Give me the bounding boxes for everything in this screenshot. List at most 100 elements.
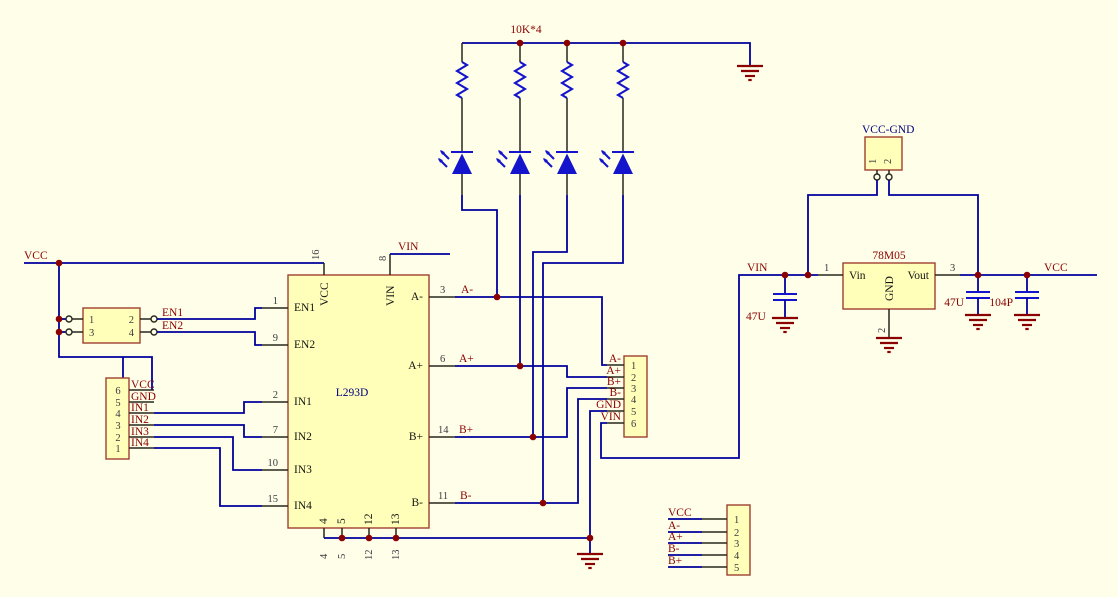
aux-pin-number: 5 (734, 563, 739, 574)
input-wires (154, 401, 262, 507)
regulator-comment: 78M05 (872, 250, 905, 262)
net-label-a-minus: A- (461, 284, 473, 296)
ic-pin-number: 1 (273, 296, 278, 307)
input-connector-body[interactable] (105, 377, 130, 460)
output-net-label: A+ (606, 365, 621, 377)
vcc-gnd-comment: VCC-GND (862, 124, 914, 136)
aux-net-label: VCC (668, 507, 692, 519)
regulator-pin-number: 3 (950, 263, 955, 274)
ic-pin-name: A- (411, 291, 423, 303)
ic-pin16-name: VCC (319, 282, 331, 306)
input-pin-number: 3 (115, 421, 120, 432)
jumper-header[interactable]: 1 2 3 4 (65, 307, 158, 344)
ic-pin-number: 6 (440, 354, 445, 365)
output-net-label: B+ (607, 376, 621, 388)
vcc-gnd-pin-number: 1 (868, 159, 879, 164)
output-connector[interactable]: 1 2 3 4 5 6 A- A+ B+ B- GND VIN (596, 353, 648, 438)
aux-net-label: B+ (668, 555, 682, 567)
ic-pin-name: 13 (390, 513, 402, 525)
ic-pin8-number: 8 (378, 256, 389, 261)
output-net-label: B- (610, 387, 622, 399)
regulator-pin-number: 2 (877, 328, 888, 333)
ic-pin-number: 13 (391, 550, 402, 561)
wire-led4-to-b-minus (542, 195, 624, 503)
regulator-body[interactable] (842, 262, 936, 310)
ground-symbol (963, 313, 993, 331)
capacitor-47u-output[interactable]: 47U (944, 275, 993, 331)
net-label-b-minus: B- (460, 490, 472, 502)
regulator-pin-number: 1 (824, 263, 829, 274)
wire-in1 (154, 401, 262, 414)
vcc-gnd-part[interactable]: VCC-GND 1 2 (862, 124, 914, 181)
wire-vin-loop (600, 274, 818, 459)
aux-connector-body[interactable] (726, 504, 751, 576)
ic-pin-name: 4 (318, 518, 330, 524)
net-label-vcc-left: VCC (24, 250, 48, 262)
ic-pin-number: 2 (273, 390, 278, 401)
wire-vcc-branch (58, 263, 153, 390)
output-pin-number: 5 (631, 407, 636, 418)
ground-symbol (1012, 313, 1042, 331)
wire-led3-to-b-plus (532, 195, 568, 437)
jumper-pin2-dot (150, 315, 158, 323)
resistor-led-column-1[interactable] (436, 41, 475, 197)
jumper-pin2-number: 2 (129, 315, 134, 326)
aux-net-label: A- (668, 520, 680, 532)
net-label-en2: EN2 (162, 320, 183, 332)
input-pin-number: 5 (115, 398, 120, 409)
input-net-label: IN2 (131, 414, 149, 426)
resistor-led-network[interactable]: 10K*4 (436, 24, 765, 503)
aux-pin-number: 1 (734, 515, 739, 526)
ic-pin-number: 9 (273, 333, 278, 344)
ic-pin-number: 3 (440, 285, 445, 296)
ic-pin8-name: VIN (385, 285, 397, 306)
junction-dots (55, 39, 1031, 542)
ground-symbol (770, 316, 800, 334)
output-pin-number: 2 (631, 373, 636, 384)
ic-l293d[interactable]: L293D 16 VCC 8 VIN VIN EN1 EN2 IN1 IN2 I… (262, 241, 474, 560)
enable-wires: EN1 EN2 (157, 307, 262, 346)
output-connector-body[interactable] (623, 355, 648, 438)
ic-pin-number: 7 (273, 425, 278, 436)
ic-pin-name: B- (412, 497, 424, 509)
regulator-78m05[interactable]: 78M05 Vin Vout GND 1 3 2 (818, 250, 960, 354)
jumper-pin4-number: 4 (129, 328, 135, 339)
ic-pin-name: 12 (363, 513, 375, 525)
input-net-label: IN4 (131, 437, 149, 449)
ic-pin-name: IN4 (294, 500, 312, 512)
resistor-led-column-2[interactable] (494, 41, 533, 197)
resistor-led-column-3[interactable] (541, 41, 580, 197)
ic-pin-name: 5 (336, 518, 348, 524)
ic-pin-number: 14 (438, 425, 449, 436)
resistor-led-column-4[interactable] (597, 41, 636, 197)
ic-pin-number: 11 (438, 491, 448, 502)
output-pin-number: 1 (631, 361, 636, 372)
capacitor-47u-input[interactable]: 47U (746, 275, 800, 334)
ic-pin-name: IN1 (294, 396, 312, 408)
capacitor-104p[interactable]: 104P (989, 275, 1042, 331)
output-pin-number: 3 (631, 384, 636, 395)
ground-symbol (575, 552, 605, 570)
input-connector[interactable]: 6 5 4 3 2 1 VCC GND IN1 IN2 IN3 IN4 (105, 377, 156, 460)
vcc-gnd-body[interactable] (864, 136, 903, 171)
wire-a-plus (455, 365, 607, 378)
net-label-b-plus: B+ (459, 424, 473, 436)
output-wires (455, 274, 818, 538)
jumper-pin4-dot (150, 328, 158, 336)
wire-b-minus (455, 398, 607, 504)
resistor-network-label: 10K*4 (510, 24, 542, 36)
power-section: VIN VCC-GND 1 2 78M05 Vin Vout GND 1 3 2 (746, 124, 1097, 354)
jumper-pin1-dot (65, 315, 73, 323)
ic-pin-name: IN2 (294, 431, 312, 443)
aux-connector[interactable]: 1 2 3 4 5 VCC A- A+ B- B+ (668, 504, 751, 576)
ic-body[interactable] (287, 274, 430, 529)
capacitor-symbol (1013, 290, 1041, 300)
wire-in2 (154, 424, 262, 438)
net-label-vin-right: VIN (747, 262, 768, 274)
input-pin-number: 2 (115, 433, 120, 444)
capacitor-symbol (771, 292, 799, 302)
jumper-body[interactable] (82, 307, 141, 344)
input-pin-number: 6 (115, 386, 120, 397)
